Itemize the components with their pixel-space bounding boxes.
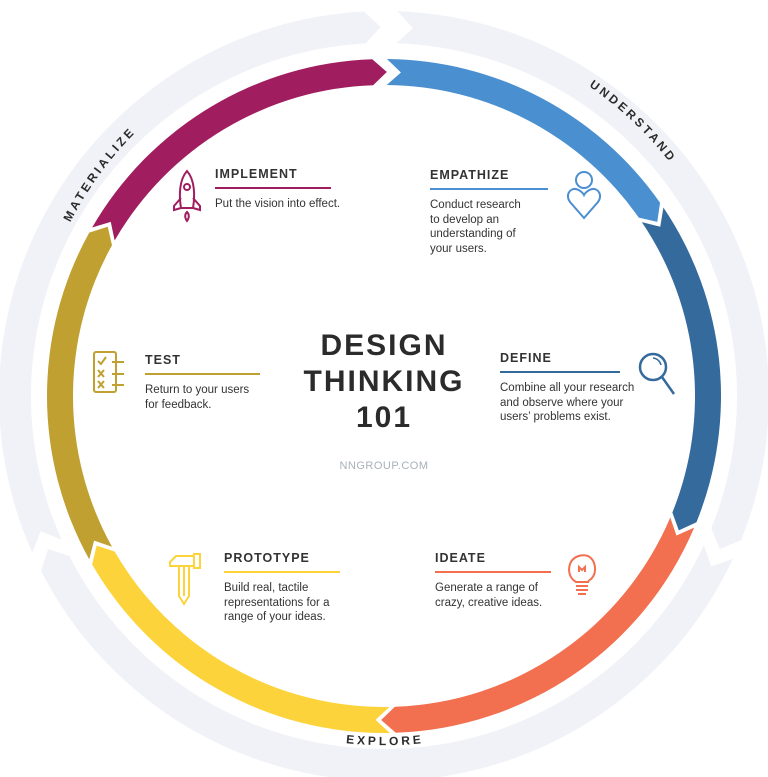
title-line-2: THINKING [303, 365, 465, 398]
understand-arc [396, 11, 768, 550]
magnifier-icon [638, 352, 676, 395]
divider [224, 571, 340, 573]
ideate-arrow [381, 517, 695, 733]
title-line-3: 101 [355, 401, 413, 434]
checklist-icon [93, 351, 124, 393]
phase-title: EMPATHIZE [430, 168, 510, 182]
rocket-icon [173, 169, 201, 223]
phase-description: Put the vision into effect. [215, 198, 341, 210]
materialize-arc [0, 11, 381, 553]
phase-title: PROTOTYPE [224, 551, 310, 565]
divider [215, 187, 331, 189]
prototype-arrow [92, 545, 390, 733]
site-credit: NNGROUP.COM [339, 460, 429, 472]
explore-arc [40, 545, 733, 777]
divider [500, 371, 620, 373]
hammer-pencil-icon [169, 553, 201, 606]
phase-implement: IMPLEMENT Put the vision into effect. [215, 167, 355, 212]
phase-title: IDEATE [435, 551, 486, 565]
phase-title: IMPLEMENT [215, 167, 298, 181]
phase-title: TEST [145, 353, 181, 367]
define-arrow [641, 207, 722, 531]
test-arrow [47, 226, 112, 560]
divider [145, 373, 260, 375]
divider [435, 571, 551, 573]
divider [430, 188, 548, 190]
explore-label: EXPLORE [346, 732, 425, 748]
implement-arrow [92, 59, 387, 241]
phase-title: DEFINE [500, 351, 552, 365]
person-heart-icon [566, 171, 602, 220]
empathize-arrow [386, 59, 661, 222]
page-title: DESIGN THINKING 101 [284, 328, 484, 436]
lightbulb-icon [568, 554, 597, 595]
title-line-1: DESIGN [320, 329, 448, 362]
